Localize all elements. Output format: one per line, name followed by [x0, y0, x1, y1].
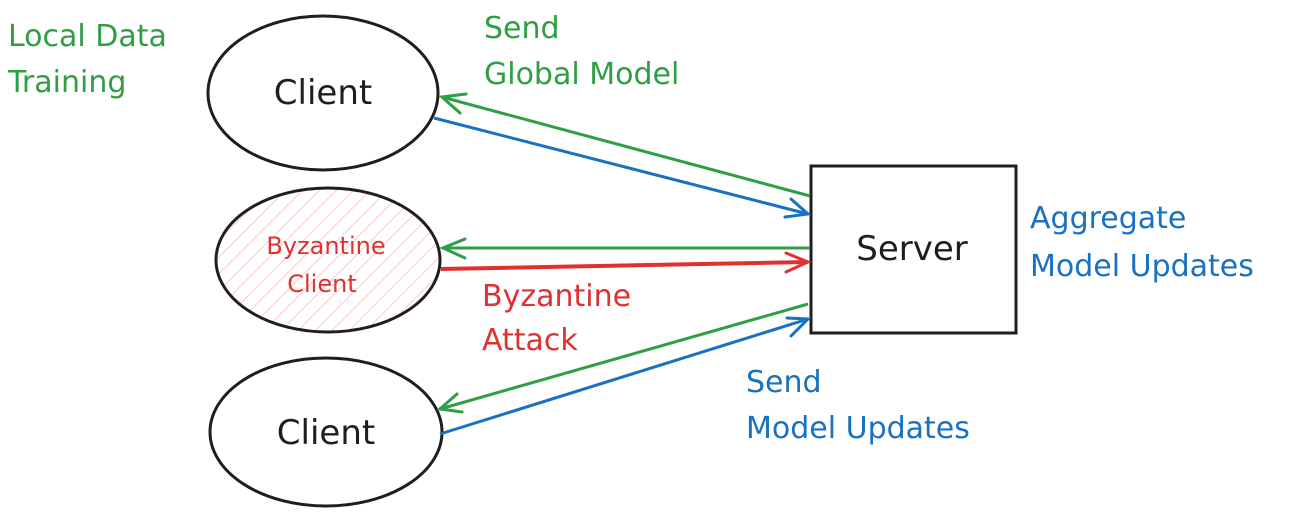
annotation-line: Send — [484, 11, 560, 46]
byzantine-client-label-line1: Byzantine — [266, 232, 385, 260]
annotation-send-global-model: Send Global Model — [484, 11, 679, 92]
annotation-line: Attack — [482, 323, 578, 358]
edge-global-model-bottom — [436, 302, 809, 414]
edge-global-model-byzantine — [439, 237, 810, 260]
annotation-local-training: Local Data Training — [7, 19, 167, 100]
arrowhead-icon — [439, 237, 467, 260]
edge-byzantine-attack — [440, 251, 812, 274]
annotation-aggregate: Aggregate Model Updates — [1030, 201, 1254, 284]
byzantine-client-label-line2: Client — [287, 270, 356, 298]
arrowhead-icon — [783, 197, 812, 219]
annotation-line: Local Data — [8, 19, 167, 54]
annotation-line: Send — [746, 365, 822, 400]
annotation-line: Model Updates — [1030, 249, 1254, 284]
arrowhead-icon — [784, 251, 812, 274]
edge-global-model-top — [438, 92, 811, 198]
annotation-line: Training — [7, 65, 126, 100]
arrowhead-icon — [785, 316, 812, 338]
byzantine-client-node[interactable]: Byzantine Client — [214, 186, 442, 334]
arrowhead-icon — [436, 392, 464, 414]
client-ellipse — [206, 14, 440, 172]
server-box — [809, 164, 1018, 335]
client-label: Client — [277, 413, 375, 453]
client-label: Client — [274, 73, 372, 113]
annotation-line: Byzantine — [482, 279, 631, 314]
annotation-line: Global Model — [484, 57, 679, 92]
annotation-line: Aggregate — [1030, 201, 1186, 236]
edge-update-bottom — [439, 316, 812, 436]
server-label: Server — [856, 229, 968, 269]
annotation-line: Model Updates — [746, 411, 970, 446]
server-node[interactable]: Server — [809, 164, 1018, 335]
client-node-bottom[interactable]: Client — [208, 356, 444, 508]
client-node-top[interactable]: Client — [206, 14, 440, 172]
annotation-byzantine-attack: Byzantine Attack — [482, 279, 631, 358]
arrowhead-icon — [438, 92, 468, 115]
edge-update-top — [433, 116, 812, 219]
annotation-send-model-updates: Send Model Updates — [746, 365, 970, 446]
byzantine-client-ellipse — [214, 186, 442, 334]
